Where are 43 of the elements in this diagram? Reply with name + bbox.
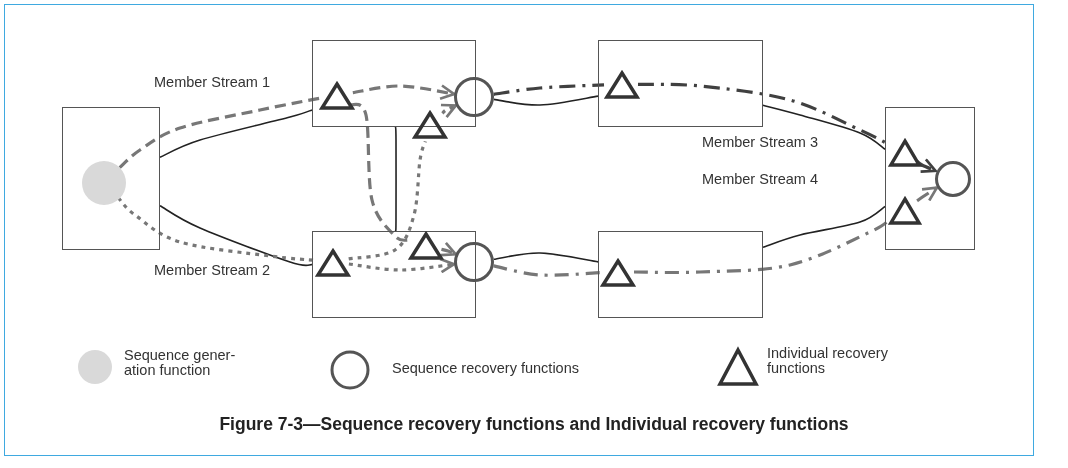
frame-box [598,40,763,127]
edge-label: Member Stream 1 [152,74,273,90]
dashed-arrow [348,257,456,274]
edge-label: Member Stream 2 [152,262,273,278]
dashed-line [348,140,427,261]
link-line [159,109,313,159]
legend-text: Sequence gener- ation function [124,348,237,379]
dashed-arrow [916,186,939,203]
circle-symbol [935,161,971,197]
frame-box [598,231,763,318]
link-line [493,252,599,263]
link-line [762,205,886,249]
edge-label: Member Stream 4 [700,171,821,187]
circle-symbol [454,77,494,117]
dashed-line [118,96,320,169]
link-line [762,104,886,151]
dashed-line [350,102,409,242]
link-line [159,204,313,267]
triangle-symbol [315,248,351,278]
frame-box [885,107,975,250]
triangle-symbol [319,81,355,111]
dashed-arrow [352,84,456,100]
frame-box [312,40,476,127]
frame-box [312,231,476,318]
legend-text: Sequence recovery functions [392,361,580,377]
legend-text: Individual recovery functions [767,346,889,377]
triangle-symbol [412,110,448,140]
frame-box [62,107,160,250]
filled-circle-symbol [82,161,126,205]
dashed-arrow [439,103,458,119]
dashed-line [493,83,605,96]
link-line [493,95,599,106]
figure-caption: Figure 7-3—Sequence recovery functions and Individual recovery functions [218,414,850,435]
circle-symbol [454,242,494,282]
triangle-symbol [888,138,922,168]
triangle-symbol [888,196,922,226]
edge-label: Member Stream 3 [700,134,821,150]
triangle-symbol [600,258,636,288]
link-line [394,126,397,232]
dashed-line [493,264,601,277]
dashed-arrow [439,241,457,257]
triangle-symbol [408,231,444,261]
triangle-symbol [604,70,640,100]
